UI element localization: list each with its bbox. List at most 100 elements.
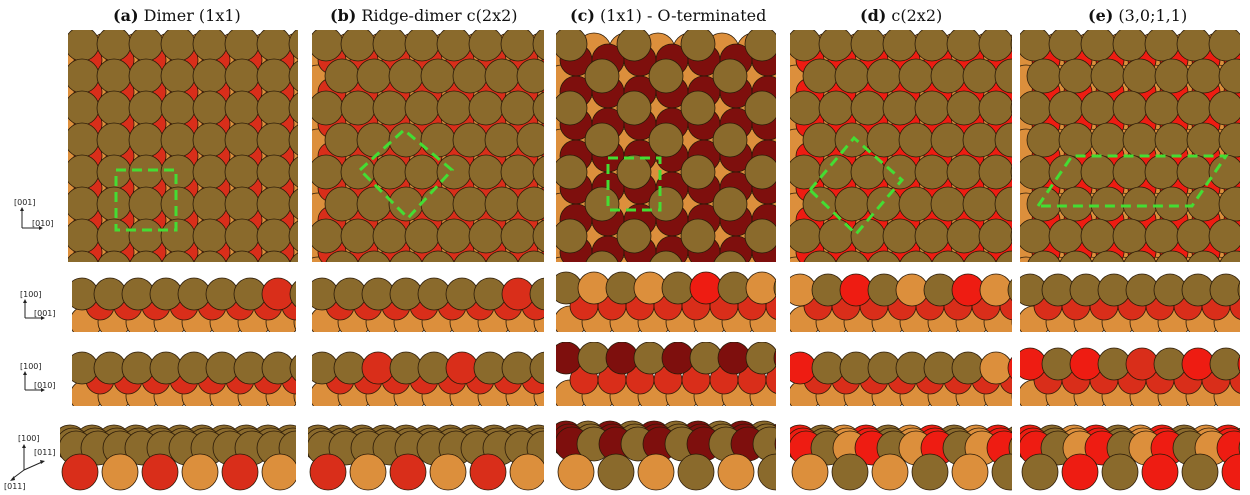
- atom-metal-dark: [899, 250, 933, 262]
- atom-metal-dark: [834, 186, 870, 222]
- atom-metal-dark: [1144, 90, 1180, 126]
- unit-cell-outline: [606, 156, 662, 212]
- atom-metal-dark: [802, 186, 838, 222]
- atom-metal-dark: [288, 92, 298, 124]
- atom-metal-dark: [404, 218, 440, 254]
- atom-metal-dark: [96, 154, 132, 190]
- atom-metal-dark: [946, 30, 982, 62]
- atom-front-row: [911, 453, 949, 491]
- atom-metal-dark: [648, 58, 684, 94]
- atom-surface: [389, 351, 423, 385]
- atom-surface: [501, 351, 535, 385]
- atom-metal-dark: [372, 154, 408, 190]
- unit-cell-outline: [807, 135, 905, 237]
- atom-metal-dark: [946, 218, 982, 254]
- column-title-e: (e) (3,0;1,1): [1088, 6, 1187, 25]
- atom-surface: [605, 271, 639, 305]
- atom-metal-dark: [485, 250, 519, 262]
- atom-surface: [233, 277, 267, 311]
- atom-surface: [1007, 278, 1012, 302]
- atom-surface: [867, 351, 901, 385]
- atom-front-row: [831, 453, 869, 491]
- atom-metal-dark: [1010, 229, 1012, 243]
- atom-metal-dark: [866, 122, 902, 158]
- atom-metal-dark: [712, 58, 748, 94]
- atom-metal-dark: [1208, 218, 1240, 254]
- atom-metal-dark: [484, 186, 520, 222]
- atom-front-row: [61, 453, 99, 491]
- atom-surface: [1069, 347, 1103, 381]
- atom-surface: [1181, 347, 1215, 381]
- atom-metal-dark: [532, 155, 544, 189]
- top-view-panel-c: [556, 30, 776, 262]
- atom-metal-dark: [452, 186, 488, 222]
- atom-metal-dark: [288, 60, 298, 92]
- atom-metal-dark: [1020, 90, 1052, 126]
- atom-surface: [1153, 273, 1187, 307]
- atom-surface: [689, 271, 723, 305]
- column-title-d-text: c(2x2): [891, 6, 943, 25]
- atom-metal-dark: [931, 250, 965, 262]
- atom-metal-dark: [898, 58, 934, 94]
- axis-arrows-row4: [10, 444, 45, 481]
- atom-metal-dark: [744, 154, 776, 190]
- atom-metal-dark: [803, 250, 837, 262]
- atom-metal-dark: [584, 58, 620, 94]
- atom-metal-dark: [289, 252, 298, 262]
- atom-metal-dark: [256, 58, 292, 94]
- atom-surface: [811, 351, 845, 385]
- atom-metal-dark: [340, 90, 376, 126]
- atom-metal-dark: [1219, 250, 1240, 262]
- atom-metal-dark: [1112, 218, 1148, 254]
- side-view-001-panel-d: [790, 273, 1012, 332]
- atom-metal-dark: [388, 186, 424, 222]
- atom-metal-dark: [818, 90, 854, 126]
- top-view-panel-d: [790, 30, 1012, 262]
- atom-metal-dark: [192, 154, 228, 190]
- atom-metal-dark: [128, 218, 164, 254]
- atom-metal-dark: [388, 122, 424, 158]
- atom-metal-dark: [500, 218, 536, 254]
- atom-metal-dark: [1155, 250, 1189, 262]
- atom-surface: [233, 351, 267, 385]
- atom-metal-dark: [818, 218, 854, 254]
- atom-metal-dark: [500, 154, 536, 190]
- atom-metal-dark: [1208, 154, 1240, 190]
- atom-front-row: [717, 453, 755, 491]
- axis-label-row3-right: [010]: [34, 381, 56, 390]
- atom-metal-dark: [1123, 250, 1157, 262]
- atom-metal-dark: [356, 122, 392, 158]
- atom-metal-dark: [517, 250, 544, 262]
- atom-surface: [839, 351, 873, 385]
- atom-metal-dark: [1048, 30, 1084, 62]
- atom-surface: [867, 273, 901, 307]
- atom-metal-dark: [616, 30, 652, 62]
- atom-metal-dark: [1218, 186, 1240, 222]
- atom-front-row: [509, 453, 544, 491]
- atom-surface: [773, 279, 776, 297]
- atom-metal-dark: [312, 90, 344, 126]
- atom-metal-dark: [160, 154, 196, 190]
- atom-metal-dark: [193, 250, 227, 262]
- atom-surface: [93, 351, 127, 385]
- atom-metal-dark: [256, 186, 292, 222]
- atom-metal-dark: [962, 58, 998, 94]
- atom-metal-dark: [556, 218, 588, 254]
- atom-metal-dark: [818, 30, 854, 62]
- atom-metal-dark: [453, 250, 487, 262]
- atom-surface: [1209, 347, 1240, 381]
- column-title-c: (c) (1x1) - O-terminated: [570, 6, 766, 25]
- atom-metal-dark: [680, 218, 716, 254]
- axis-arrows-top: [20, 207, 43, 230]
- atom-surface: [121, 351, 155, 385]
- atom-metal-dark: [96, 90, 132, 126]
- atom-surface: [177, 277, 211, 311]
- axis-label-row3-up: [100]: [20, 362, 42, 371]
- column-title-b-text: Ridge-dimer c(2x2): [361, 6, 518, 25]
- atom-metal-dark: [584, 186, 620, 222]
- atom-metal-dark: [649, 250, 683, 262]
- atom-metal-dark: [288, 156, 298, 188]
- atom-metal-dark: [914, 218, 950, 254]
- atom-metal-dark: [372, 218, 408, 254]
- axis-label-top-up: [001]: [14, 198, 36, 207]
